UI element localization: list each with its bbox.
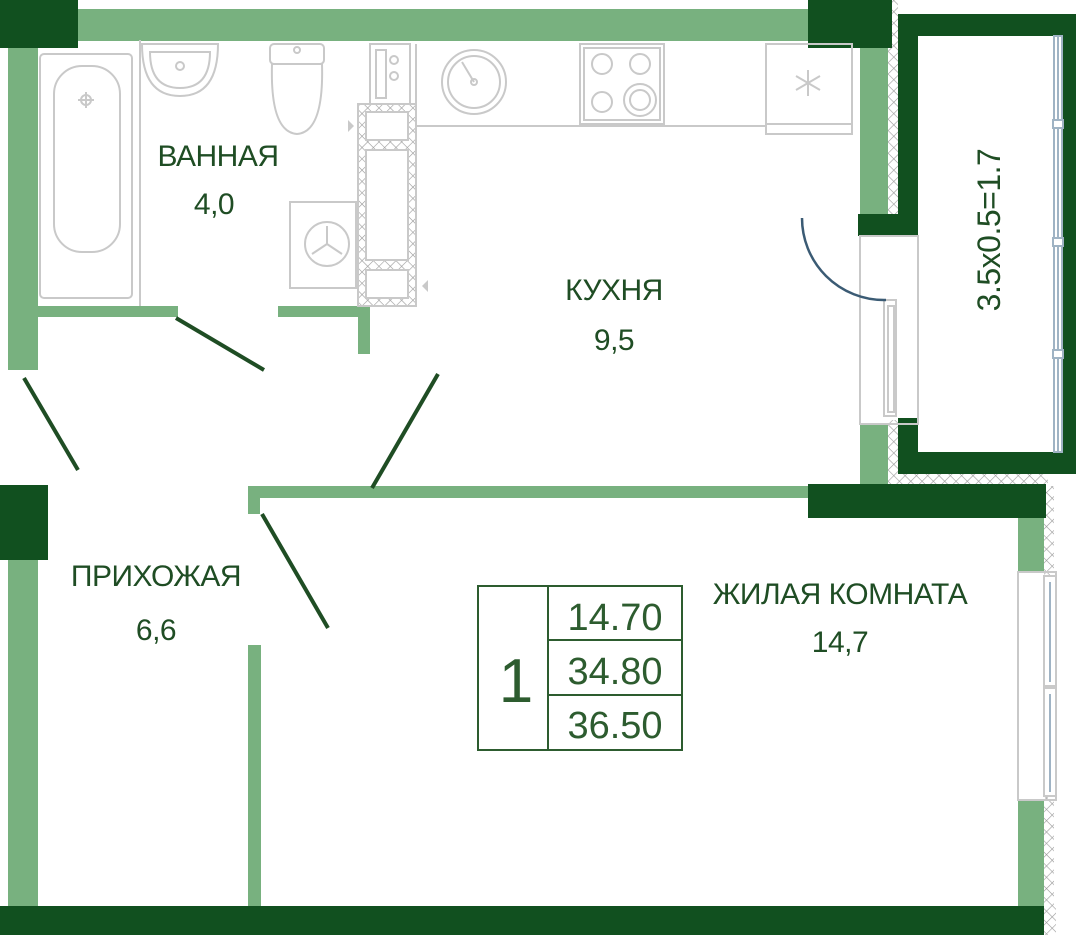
bottom-wall	[0, 906, 1044, 935]
kitchen-label: КУХНЯ 9,5	[565, 274, 663, 357]
total-area-value: 34.80	[567, 651, 662, 693]
top-wall	[0, 9, 860, 41]
bathroom-bottom-wall-left	[38, 306, 178, 317]
left-wall-lower	[8, 560, 38, 910]
door-swings	[22, 316, 440, 630]
bathroom-area: 4,0	[194, 188, 234, 221]
living-right-wall-lower	[1018, 800, 1046, 908]
bathroom-partition-stub	[358, 306, 370, 354]
sink-icon	[140, 43, 220, 98]
living-room-name: ЖИЛАЯ КОМНАТА	[713, 578, 968, 611]
balcony-window	[1052, 35, 1064, 453]
living-right-wall-upper	[1018, 516, 1046, 572]
corner-top-left	[0, 0, 78, 48]
toilet-icon	[269, 43, 325, 136]
interior-walls	[0, 9, 1046, 910]
balcony-wall-top	[898, 14, 1076, 36]
living-top-wall	[248, 486, 810, 498]
total-with-balcony-value: 36.50	[567, 705, 662, 747]
living-top-right-wall	[808, 484, 1046, 518]
kitchen-right-wall	[860, 40, 892, 216]
entrance-door	[22, 376, 80, 472]
kitchen-right-wall-lower	[860, 424, 892, 484]
bathroom-bottom-wall-right	[278, 306, 370, 317]
kitchen-door	[370, 372, 440, 490]
hall-area: 6,6	[136, 614, 176, 647]
living-room-label: ЖИЛАЯ КОМНАТА 14,7	[713, 578, 969, 659]
kitchen-area: 9,5	[594, 324, 634, 357]
balcony-label: 3.5x0.5=1.7	[971, 149, 1007, 312]
hall-name: ПРИХОЖАЯ	[71, 560, 241, 593]
left-wall-upper	[8, 40, 38, 370]
stove-icon	[579, 43, 665, 125]
balcony-wall-bottom	[898, 452, 1076, 474]
balcony-wall-right	[1062, 14, 1076, 474]
living-window	[1017, 571, 1057, 801]
kitchen-sink-icon	[441, 49, 507, 115]
washing-machine-icon	[289, 201, 357, 289]
ventilation-shaft	[348, 43, 428, 307]
living-top-wall-stub	[248, 486, 260, 514]
living-door	[260, 512, 330, 630]
bathtub-icon	[39, 53, 133, 299]
kitchen-counter	[415, 44, 766, 127]
balcony-wall-left	[898, 14, 918, 236]
hall-partition	[248, 645, 261, 909]
bathroom-door	[174, 316, 266, 372]
bathroom-label: ВАННАЯ 4,0	[157, 140, 279, 221]
fridge-icon	[765, 43, 853, 135]
bathroom-name: ВАННАЯ	[157, 140, 278, 173]
living-room-area: 14,7	[812, 626, 868, 659]
living-area-value: 14.70	[567, 597, 662, 639]
kitchen-name: КУХНЯ	[565, 274, 663, 307]
corner-top-right	[808, 0, 892, 48]
rooms-count: 1	[499, 647, 533, 716]
balcony-door-arc	[800, 217, 886, 302]
snowflake-icon	[795, 70, 821, 96]
corner-mid-left	[0, 485, 48, 560]
hall-label: ПРИХОЖАЯ 6,6	[71, 560, 242, 647]
balcony-door-frame	[859, 235, 919, 425]
area-summary-table	[477, 585, 683, 751]
balcony-wall-left-step	[858, 214, 918, 236]
